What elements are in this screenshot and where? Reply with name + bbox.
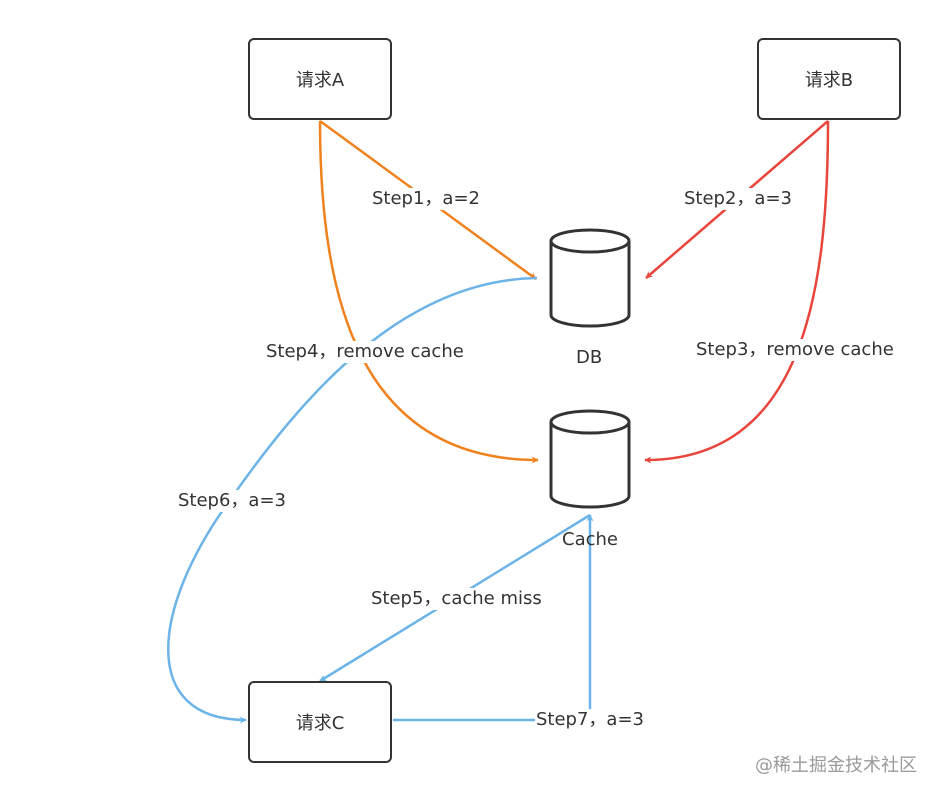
db-cylinder-icon [549, 228, 631, 328]
edge-step3 [644, 120, 830, 464]
edge-label-step1: Step1，a=2 [371, 188, 481, 210]
request-b-node: 请求B [757, 38, 901, 120]
request-a-label: 请求A [295, 70, 345, 91]
request-b-label: 请求B [804, 70, 854, 91]
db-label: DB [576, 347, 603, 368]
request-c-label: 请求C [295, 713, 345, 734]
edge-label-step4: Step4，remove cache [265, 341, 465, 363]
cache-cylinder-icon [549, 409, 631, 509]
edge-step4 [318, 120, 539, 464]
watermark: @稀土掘金技术社区 [755, 755, 917, 776]
edge-label-step3: Step3，remove cache [695, 339, 895, 361]
edge-label-step2: Step2，a=3 [683, 188, 793, 210]
request-c-node: 请求C [248, 681, 392, 763]
edge-label-step5: Step5，cache miss [370, 588, 543, 610]
edge-label-step7: Step7，a=3 [535, 709, 645, 731]
cache-label: Cache [562, 529, 618, 550]
request-a-node: 请求A [248, 38, 392, 120]
edge-label-step6: Step6，a=3 [177, 490, 287, 512]
